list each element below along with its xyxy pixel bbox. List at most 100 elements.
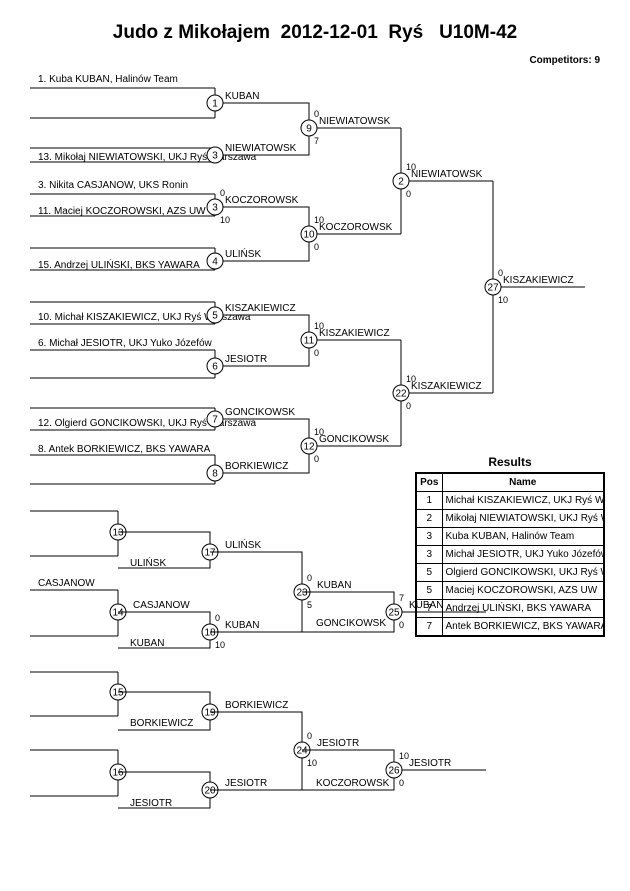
results-name: Andrzej ULIŃSKI, BKS YAWARA (441, 599, 605, 618)
results-name: Maciej KOCZOROWSKI, AZS UW (441, 581, 605, 600)
score-bottom: 0 (406, 401, 411, 411)
match-number: 3 (212, 203, 218, 214)
results-header-row: Pos Name (415, 472, 605, 492)
winner-name: BORKIEWICZ (225, 700, 288, 711)
match-number: 5 (212, 311, 218, 322)
match-number-circle (300, 225, 318, 243)
match-number: 1 (212, 99, 218, 110)
entry-name: 12. Olgierd GONCIKOWSKI, UKJ Ryś Warszaw… (38, 418, 256, 429)
match-number: 12 (303, 442, 315, 453)
results-title: Results (488, 455, 532, 469)
results-pos: 1 (415, 491, 443, 510)
score-bottom: 10 (307, 758, 317, 768)
results-pos: 2 (415, 509, 443, 528)
results-name: Antek BORKIEWICZ, BKS YAWARA (441, 617, 605, 637)
match-number: 23 (296, 588, 308, 599)
winner-name: NIEWIATOWSK (411, 169, 483, 180)
score-top: 10 (406, 374, 416, 384)
winner-name: JESIOTR (225, 778, 267, 789)
results-name: Kuba KUBAN, Halinów Team (441, 527, 605, 546)
page-title: Judo z Mikołajem 2012-12-01 Ryś U10M-42 (112, 22, 518, 43)
results-pos: 7 (415, 599, 443, 618)
repechage-name: KOCZOROWSK (316, 778, 390, 789)
score-bottom: 0 (314, 348, 319, 358)
score-bottom: 10 (220, 215, 230, 225)
match-number-circle (392, 384, 410, 402)
winner-name: JESIOTR (225, 354, 267, 365)
match-number-circle (392, 172, 410, 190)
score-top: 10 (406, 162, 416, 172)
match-number: 19 (204, 708, 216, 719)
results-name: Olgierd GONCIKOWSKI, UKJ Ryś Warszawa (441, 563, 605, 582)
match-number: 20 (204, 786, 216, 797)
match-number: 11 (304, 336, 315, 347)
match-number: 22 (395, 389, 407, 400)
match-number: 8 (212, 469, 218, 480)
score-top: 10 (314, 321, 324, 331)
match-number: 9 (306, 124, 312, 135)
results-pos: 5 (415, 581, 443, 600)
score-top: 0 (314, 109, 319, 119)
score-bottom: 0 (406, 189, 411, 199)
winner-name: KISZAKIEWICZ (225, 303, 296, 314)
match-number: 13 (112, 528, 124, 539)
results-name: Mikołaj NIEWIATOWSKI, UKJ Ryś Warszawa (441, 509, 605, 528)
match-number: 18 (204, 628, 216, 639)
score-top: 0 (220, 188, 225, 198)
winner-name: ULIŃSK (225, 247, 261, 260)
repechage-name: BORKIEWICZ (130, 718, 193, 729)
match-number-circle (300, 331, 318, 349)
score-top: 0 (215, 613, 220, 623)
results-name: Michał KISZAKIEWICZ, UKJ Ryś Warszawa (441, 491, 605, 510)
score-bottom: 0 (314, 454, 319, 464)
score-bottom: 5 (307, 600, 312, 610)
entry-name: 10. Michał KISZAKIEWICZ, UKJ Ryś Warszaw… (38, 312, 251, 323)
match-number: 26 (388, 766, 400, 777)
winner-name: KISZAKIEWICZ (319, 328, 390, 339)
winner-name: GONCIKOWSK (319, 434, 389, 445)
winner-name: KOCZOROWSK (225, 195, 299, 206)
match-number-circle (484, 278, 502, 296)
score-bottom: 0 (399, 620, 404, 630)
repechage-name: GONCIKOWSK (316, 618, 386, 629)
match-number: 2 (398, 177, 404, 188)
winner-name: NIEWIATOWSK (225, 143, 297, 154)
results-pos: 5 (415, 563, 443, 582)
score-top: 7 (399, 593, 404, 603)
match-number-circle (300, 437, 318, 455)
winner-name: NIEWIATOWSK (319, 116, 391, 127)
repechage-name: ULIŃSK (130, 556, 166, 569)
match-number: 6 (212, 362, 218, 373)
winner-name: CASJANOW (133, 600, 190, 611)
score-bottom: 0 (399, 778, 404, 788)
competitors-count: Competitors: 9 (529, 55, 600, 66)
match-number: 14 (112, 608, 124, 619)
match-number: 3 (212, 151, 218, 162)
match-number-circle (206, 464, 224, 482)
match-number-circle (206, 94, 224, 112)
score-top: 0 (498, 268, 503, 278)
results-pos: 3 (415, 527, 443, 546)
match-number: 17 (204, 548, 216, 559)
winner-name: KUBAN (225, 620, 259, 631)
winner-name: KUBAN (225, 91, 259, 102)
match-number: 25 (388, 608, 400, 619)
winner-name: KOCZOROWSK (319, 222, 393, 233)
match-number-circle (385, 761, 403, 779)
score-bottom: 0 (314, 242, 319, 252)
entry-name: 1. Kuba KUBAN, Halinów Team (38, 74, 178, 85)
winner-name: JESIOTR (409, 758, 451, 769)
match-number: 15 (112, 688, 124, 699)
match-number: 27 (487, 283, 499, 294)
entry-name: 15. Andrzej ULIŃSKI, BKS YAWARA (38, 258, 200, 271)
winner-name: JESIOTR (317, 738, 359, 749)
entry-name: 8. Antek BORKIEWICZ, BKS YAWARA (38, 444, 211, 455)
